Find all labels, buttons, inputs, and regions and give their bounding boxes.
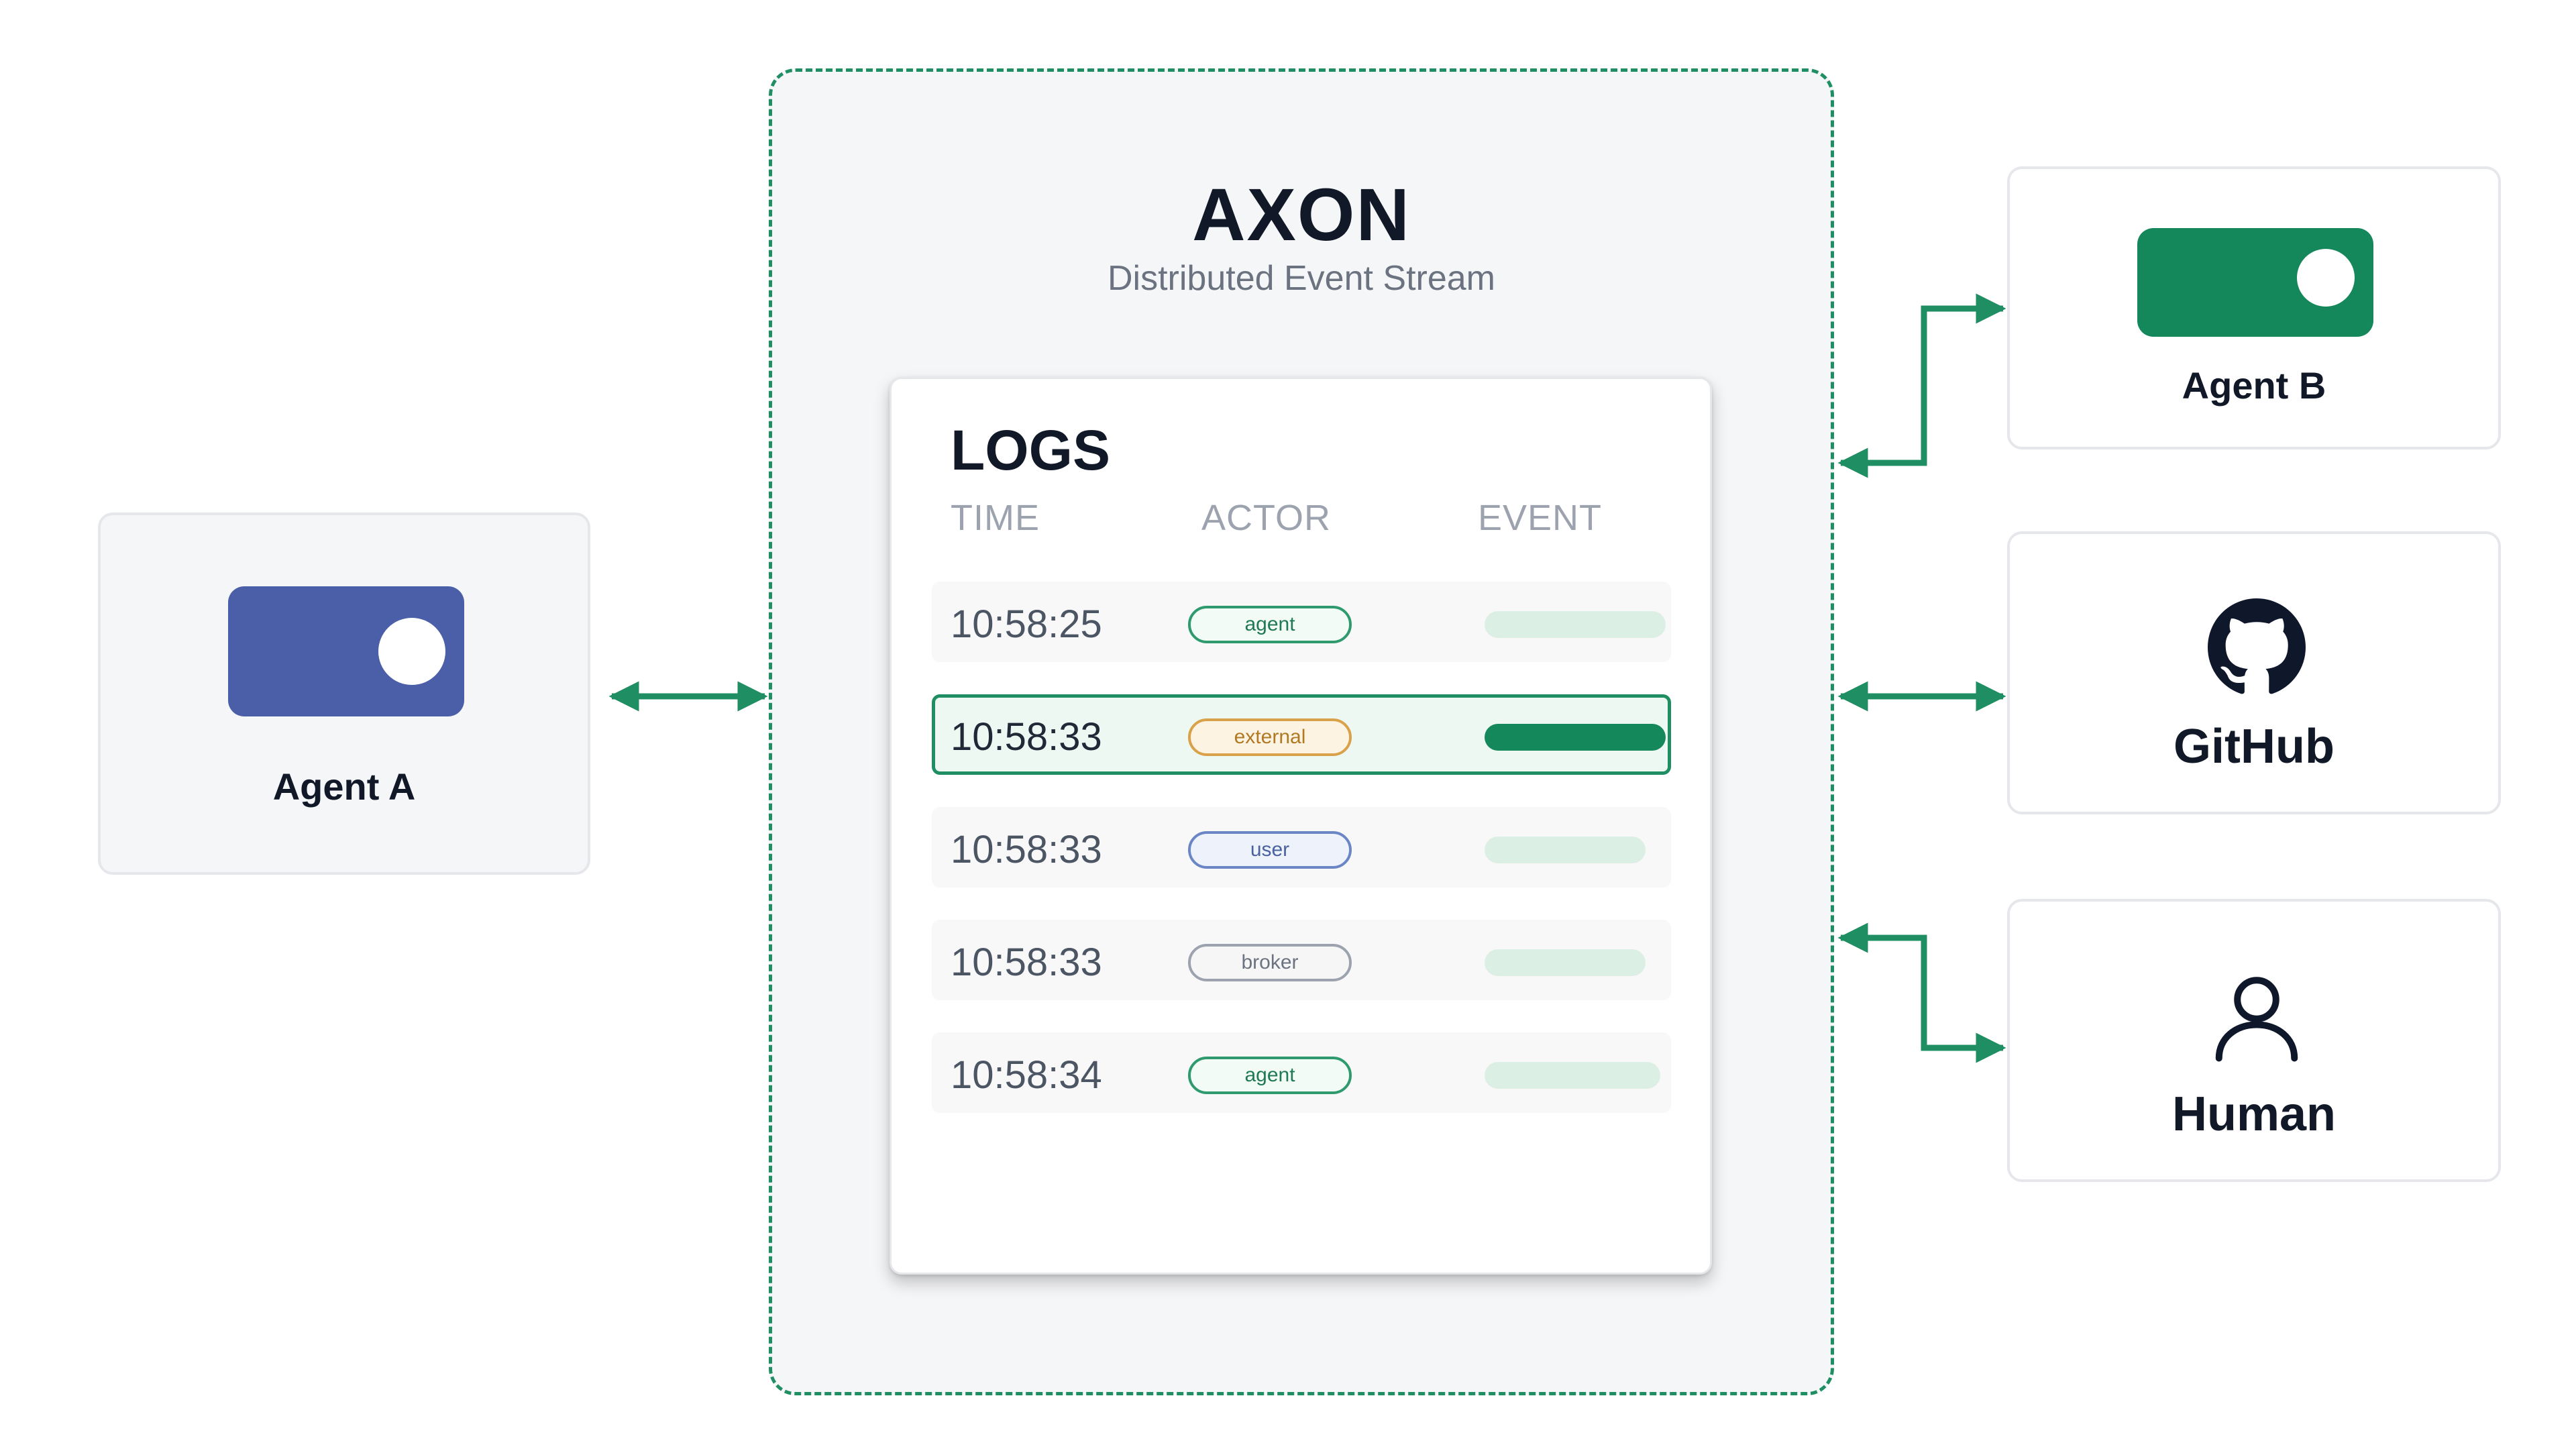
human-node: Human bbox=[2007, 899, 2501, 1182]
agent-a-label: Agent A bbox=[272, 765, 416, 808]
github-node: GitHub bbox=[2007, 531, 2501, 814]
agent-a-node: Agent A bbox=[98, 513, 590, 875]
log-time: 10:58:25 bbox=[951, 602, 1102, 646]
log-row[interactable]: 10:58:34 agent bbox=[932, 1032, 1671, 1113]
arrow-axon-agent-b bbox=[1837, 293, 2006, 478]
actor-badge: user bbox=[1188, 831, 1352, 869]
agent-b-node: Agent B bbox=[2007, 166, 2501, 449]
actor-badge: agent bbox=[1188, 606, 1352, 643]
log-row[interactable]: 10:58:25 agent bbox=[932, 582, 1671, 662]
axon-subtitle: Distributed Event Stream bbox=[1107, 259, 1496, 298]
column-header-event: EVENT bbox=[1478, 498, 1603, 538]
log-row-selected[interactable]: 10:58:33 external bbox=[932, 694, 1671, 775]
axon-title: AXON bbox=[1192, 174, 1411, 256]
user-icon bbox=[2215, 977, 2298, 1062]
log-row[interactable]: 10:58:33 user bbox=[932, 807, 1671, 888]
event-bar bbox=[1485, 837, 1646, 863]
toggle-icon bbox=[228, 586, 464, 716]
column-header-time: TIME bbox=[951, 498, 1040, 538]
column-header-actor: ACTOR bbox=[1201, 498, 1332, 538]
log-time: 10:58:33 bbox=[951, 941, 1102, 984]
log-row[interactable]: 10:58:33 broker bbox=[932, 920, 1671, 1000]
github-label: GitHub bbox=[2174, 720, 2334, 773]
log-time: 10:58:33 bbox=[951, 715, 1102, 759]
human-label: Human bbox=[2171, 1087, 2337, 1141]
github-icon bbox=[2208, 598, 2306, 694]
event-bar bbox=[1485, 1062, 1660, 1089]
log-time: 10:58:33 bbox=[951, 828, 1102, 871]
actor-badge: broker bbox=[1188, 944, 1352, 981]
actor-badge: agent bbox=[1188, 1057, 1352, 1094]
toggle-icon bbox=[2137, 228, 2373, 337]
logs-panel: LOGS TIME ACTOR EVENT 10:58:25 agent 10:… bbox=[890, 377, 1712, 1275]
event-bar bbox=[1485, 611, 1666, 638]
log-time: 10:58:34 bbox=[951, 1053, 1102, 1097]
agent-b-label: Agent B bbox=[2182, 364, 2326, 407]
event-bar bbox=[1485, 724, 1666, 751]
logs-title: LOGS bbox=[951, 419, 1111, 482]
actor-badge: external bbox=[1188, 718, 1352, 756]
event-bar bbox=[1485, 949, 1646, 976]
arrow-axon-human bbox=[1837, 922, 2006, 1063]
